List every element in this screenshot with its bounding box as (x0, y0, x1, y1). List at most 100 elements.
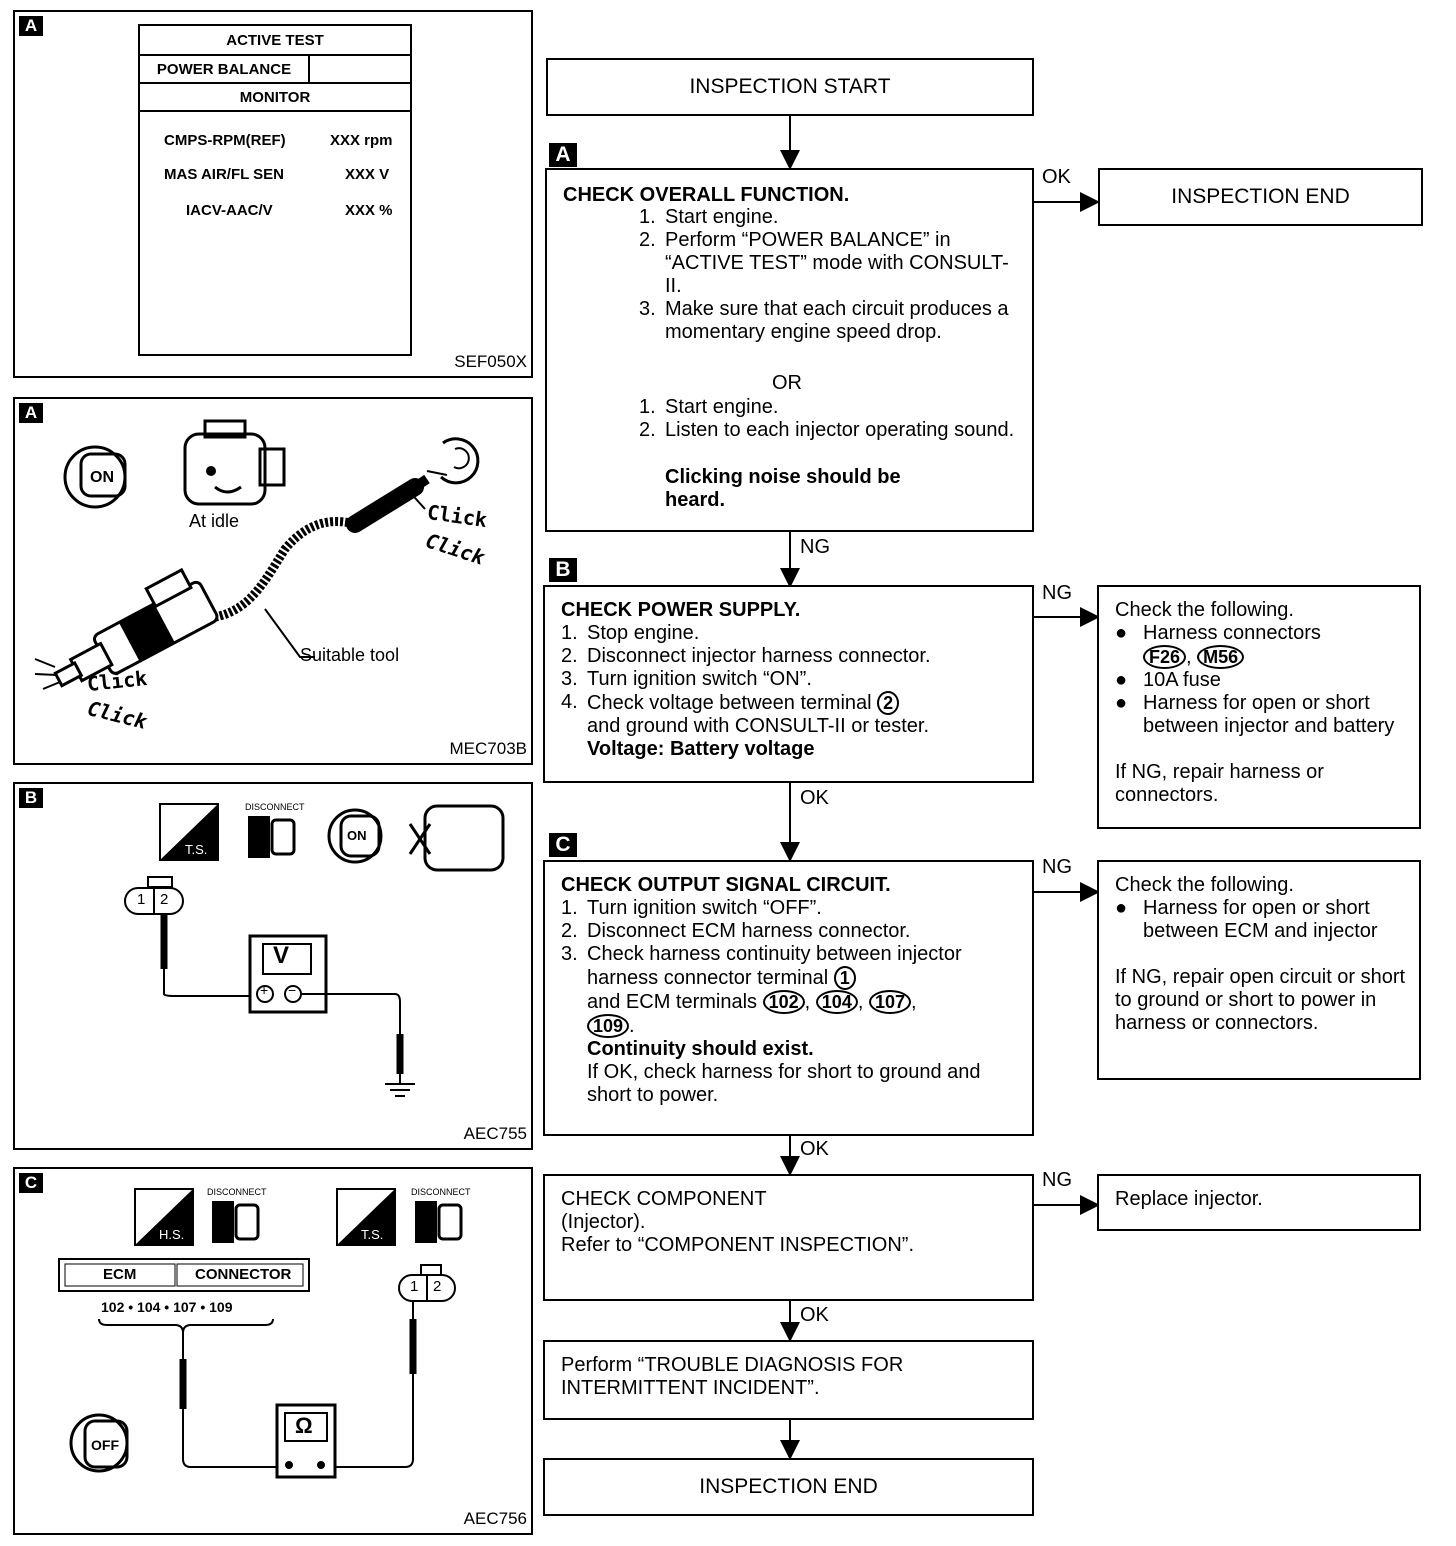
panel-tag: C (19, 1173, 43, 1193)
ts-label: T.S. (185, 842, 208, 857)
suitable-tool-label: Suitable tool (300, 645, 400, 665)
ok-label: OK (800, 1304, 829, 1326)
step-tag-c: C (549, 833, 577, 857)
list-item: ●Harness for open or short between injec… (1115, 692, 1415, 738)
check-output-signal-box: CHECK OUTPUT SIGNAL CIRCUIT. 1.Turn igni… (543, 860, 1034, 1136)
figure-code: MEC703B (449, 739, 527, 758)
side-c-bullets: ●Harness for open or short between ECM a… (1115, 897, 1415, 943)
step-d-line: (Injector). (561, 1211, 646, 1233)
monitor-item-value: XXX V (345, 166, 390, 183)
side-d-text: Replace injector. (1115, 1188, 1263, 1210)
screen-row-power-balance: POWER BALANCE (140, 56, 310, 84)
terminal-badge: 2 (877, 691, 900, 715)
continuity-check-illustration (58, 1188, 463, 1479)
step-text: Listen to each injector operating sound. (665, 419, 1015, 441)
figure-code: AEC756 (463, 1509, 527, 1528)
meter-minus-terminal: − (288, 982, 297, 998)
ignition-off-label: OFF (91, 1437, 119, 1453)
ecm-terminals-label: 102 • 104 • 107 • 109 (101, 1299, 233, 1315)
step-number: 1. (639, 396, 656, 418)
step-tag-b: B (549, 558, 577, 582)
step-c-requirement: Continuity should exist. (587, 1038, 814, 1060)
connector-pin-1: 1 (410, 1278, 419, 1295)
step-number: 2. (561, 645, 578, 667)
intermittent-incident-box: Perform “TROUBLE DIAGNOSIS FOR INTERMITT… (543, 1340, 1034, 1420)
meter-plus-terminal: + (260, 982, 269, 998)
check-power-supply-box: CHECK POWER SUPPLY. 1.Stop engine. 2.Dis… (543, 585, 1034, 783)
step-text: Make sure that each circuit produces a m… (665, 298, 1009, 343)
replace-injector-box: Replace injector. (1097, 1174, 1421, 1231)
list-item: 1.Stop engine. (561, 622, 1021, 645)
step-number: 3. (639, 298, 656, 320)
list-item: 1.Start engine. (639, 206, 1019, 229)
terminal-badge: 102 (762, 990, 805, 1014)
step-b-list: 1.Stop engine. 2.Disconnect injector har… (561, 622, 1021, 761)
panel-tag: B (19, 788, 43, 808)
bullet-text: Harness for open or short between inject… (1143, 692, 1395, 737)
connector-pin-2: 2 (160, 891, 169, 908)
step-tag-a: A (549, 143, 577, 167)
list-item: 1.Turn ignition switch “OFF”. (561, 897, 1021, 920)
connector-pin-2: 2 (433, 1278, 442, 1295)
output-signal-ng-box: Check the following. ●Harness for open o… (1097, 860, 1421, 1080)
step-text: Turn ignition switch “ON”. (587, 668, 812, 690)
step-number: 3. (561, 668, 578, 690)
step-c-list: 1.Turn ignition switch “OFF”. 2.Disconne… (561, 897, 1021, 1107)
at-idle-label: At idle (189, 511, 240, 531)
step-number: 1. (561, 897, 578, 919)
ts-label: T.S. (361, 1227, 384, 1242)
monitor-item-value: XXX % (345, 202, 393, 219)
list-item: 2.Disconnect ECM harness connector. (561, 920, 1021, 943)
meter-display: Ω (295, 1413, 313, 1438)
terminal-badge: 1 (833, 966, 856, 990)
terminal-badge: 107 (868, 990, 912, 1014)
list-item: ●Harness for open or short between ECM a… (1115, 897, 1415, 943)
step-text: Perform “POWER BALANCE” in “ACTIVE TEST”… (665, 229, 1009, 297)
list-item: 1. Start engine. (639, 396, 1019, 419)
consult-screen: ACTIVE TEST POWER BALANCE MONITOR CMPS-R… (138, 24, 412, 356)
or-divider-label: OR (772, 372, 802, 394)
list-item: 2.Disconnect injector harness connector. (561, 645, 1021, 668)
step-e-text: Perform “TROUBLE DIAGNOSIS FOR INTERMITT… (561, 1354, 904, 1399)
connector-label: CONNECTOR (195, 1266, 292, 1283)
step-text: Disconnect ECM harness connector. (587, 920, 911, 942)
step-d-line: CHECK COMPONENT (561, 1188, 767, 1210)
step-number: 2. (639, 229, 656, 251)
step-a-list: 1.Start engine. 2. Perform “POWER BALANCE… (639, 206, 1019, 344)
step-number: 4. (561, 691, 578, 713)
step-d-line: Refer to “COMPONENT INSPECTION”. (561, 1234, 915, 1256)
screen-row-monitor: MONITOR (140, 84, 410, 112)
list-item: ●10A fuse (1115, 669, 1221, 691)
list-item: 3. Turn ignition switch “ON”. (561, 668, 1021, 691)
monitor-item-value: XXX rpm (330, 132, 393, 149)
ecm-label: ECM (103, 1266, 137, 1283)
step-a-alt-list: 1.Start engine. 2.Listen to each injecto… (639, 396, 1019, 442)
panel-output-signal: C H.S. (13, 1167, 533, 1535)
connector-badge: M56 (1197, 645, 1245, 669)
ng-label: NG (1042, 1169, 1072, 1191)
separator: , (1186, 646, 1192, 668)
panel-tag: A (19, 16, 43, 36)
connector-pin-1: 1 (137, 891, 146, 908)
step-b-title: CHECK POWER SUPPLY. (561, 599, 801, 621)
side-tail: If NG, repair open circuit or short to g… (1115, 966, 1406, 1034)
power-supply-ng-box: Check the following. ●Harness connectors… (1097, 585, 1421, 829)
list-item: 2. Perform “POWER BALANCE” in “ACTIVE TES… (639, 229, 1019, 298)
step-text: Start engine. (665, 206, 779, 228)
step-b-requirement: Voltage: Battery voltage (587, 738, 815, 760)
side-lead: Check the following. (1115, 599, 1294, 621)
step-a-requirement: Clicking noise should be heard. (665, 466, 901, 511)
step-text: and ECM terminals (587, 991, 758, 1013)
step-text: Check harness continuity between injecto… (587, 943, 962, 989)
ignition-on-label: ON (90, 469, 114, 486)
step-text: Start engine. (665, 396, 779, 418)
voltage-check-illustration (124, 803, 505, 1097)
inspection-start-box: INSPECTION START (546, 58, 1034, 116)
injector-illustration (34, 419, 480, 690)
step-text: Check voltage between terminal (587, 692, 872, 714)
step-text: Stop engine. (587, 622, 700, 644)
disconnect-label: DISCONNECT (245, 802, 305, 812)
panel-power-supply: B T.S. DISCONNECT ON 1 2 V + (13, 782, 533, 1150)
